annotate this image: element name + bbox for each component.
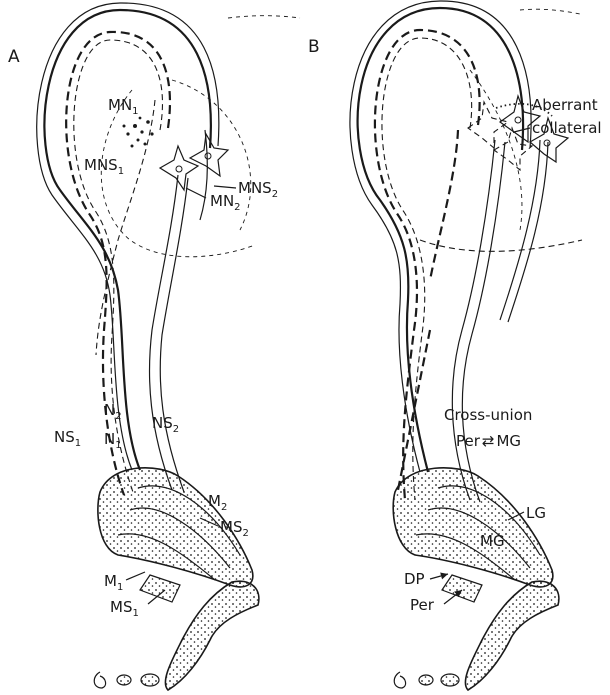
label-ns2: NS2 [152,414,179,435]
spinal-cord-outline-a [101,16,300,257]
panel-b-label: B [308,37,320,57]
label-ms1: MS1 [110,598,139,619]
exchange-arrow-icon: ⇄ [482,432,495,450]
label-mns2: MNS2 [238,179,278,200]
pointer-m1 [126,572,145,580]
label-mg: MG [480,532,505,550]
label-m1: M1 [104,572,123,593]
label-n1: N1 [104,430,122,451]
pointer-dp [430,574,448,579]
label-cross-union-pair: Per⇄MG [456,432,521,450]
panel-a: A [8,3,300,690]
motoneuron-mn2 [160,146,198,190]
sensory-fibre-ns1 [37,3,219,470]
label-ms2: MS2 [220,518,249,539]
label-collateral: collateral [532,119,602,137]
label-per: Per [410,596,435,614]
panel-a-label: A [8,47,20,67]
motoneuron-cluster-mn1 [123,117,154,148]
label-mns1: MNS1 [84,156,124,177]
label-aberrant: Aberrant [532,96,598,114]
motoneuron-b1 [468,102,508,148]
motor-fibre-b [375,30,480,500]
pointer-mn2 [186,188,206,198]
motoneuron-b3 [494,128,532,170]
label-cross-union: Cross-union [444,406,532,424]
label-ns1: NS1 [54,428,81,449]
label-n2: N2 [104,401,122,422]
label-dp: DP [404,570,425,588]
panel-b: B [308,1,602,690]
label-mn2: MN2 [210,192,241,213]
pointer-mns2 [214,186,236,188]
label-cross-union-mg: MG [496,432,521,450]
label-mn1: MN1 [108,96,139,117]
label-lg: LG [526,504,546,522]
motor-axon-ns2 [149,130,207,492]
label-cross-union-per: Per [456,432,481,450]
motoneuron-mns2 [190,134,228,176]
sensory-fibre-b [350,1,531,472]
label-m2: M2 [208,492,227,513]
